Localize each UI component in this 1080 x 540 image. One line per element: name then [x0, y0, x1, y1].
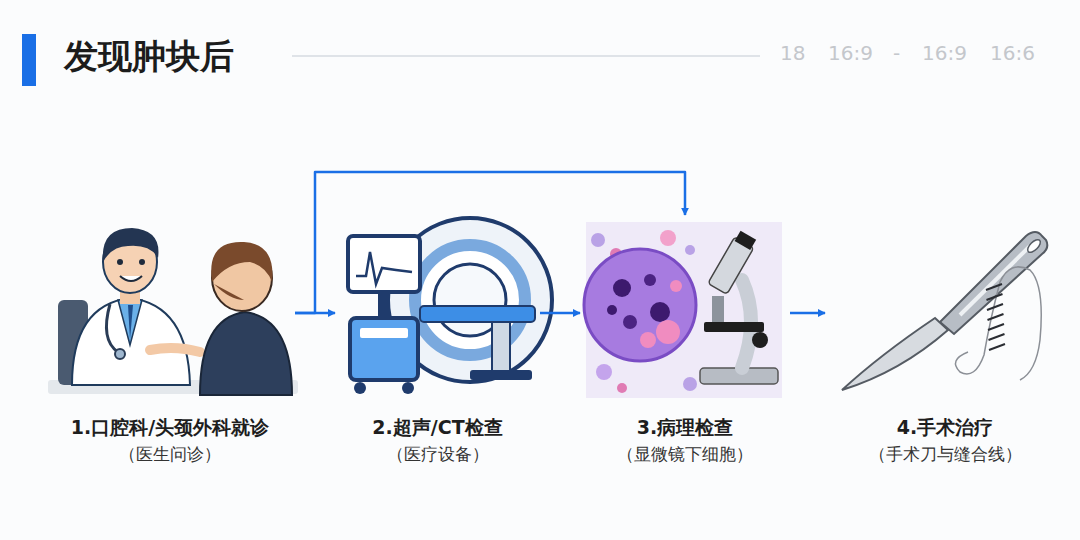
- title-bar: [22, 34, 36, 86]
- corner-label: 16:9: [922, 41, 967, 65]
- step-node: 2.超声/CT检查（医疗设备）: [335, 215, 540, 471]
- flow-arrow: [790, 312, 825, 315]
- corner-label: 18: [780, 41, 805, 65]
- microscope-cell-illustration: [584, 222, 782, 398]
- step-node: 4.手术治疗（手术刀与缝合线）: [825, 215, 1065, 471]
- step-note: （医疗设备）: [335, 443, 540, 467]
- step-note: （医生问诊）: [45, 443, 295, 467]
- step-note: （显微镜下细胞）: [580, 443, 790, 467]
- flow-arrow: [540, 312, 580, 315]
- step-node: 1.口腔科/头颈外科就诊（医生问诊）: [45, 215, 295, 471]
- step-heading: 4.手术治疗: [825, 415, 1065, 441]
- scalpel-suture-illustration: [842, 232, 1047, 390]
- title-rule: [292, 55, 760, 57]
- step-heading: 1.口腔科/头颈外科就诊: [45, 415, 295, 441]
- step-heading: 3.病理检查: [580, 415, 790, 441]
- step-node: 3.病理检查（显微镜下细胞）: [580, 215, 790, 471]
- corner-label: -: [893, 41, 900, 65]
- page-title: 发现肿块后: [64, 34, 234, 80]
- flow-arrow: [295, 172, 685, 313]
- corner-label: 16:9: [828, 41, 873, 65]
- ct-scanner-illustration: [348, 218, 552, 394]
- step-note: （手术刀与缝合线）: [825, 443, 1065, 467]
- corner-label: 16:6: [990, 41, 1035, 65]
- doctor-illustration: [48, 228, 298, 395]
- step-heading: 2.超声/CT检查: [335, 415, 540, 441]
